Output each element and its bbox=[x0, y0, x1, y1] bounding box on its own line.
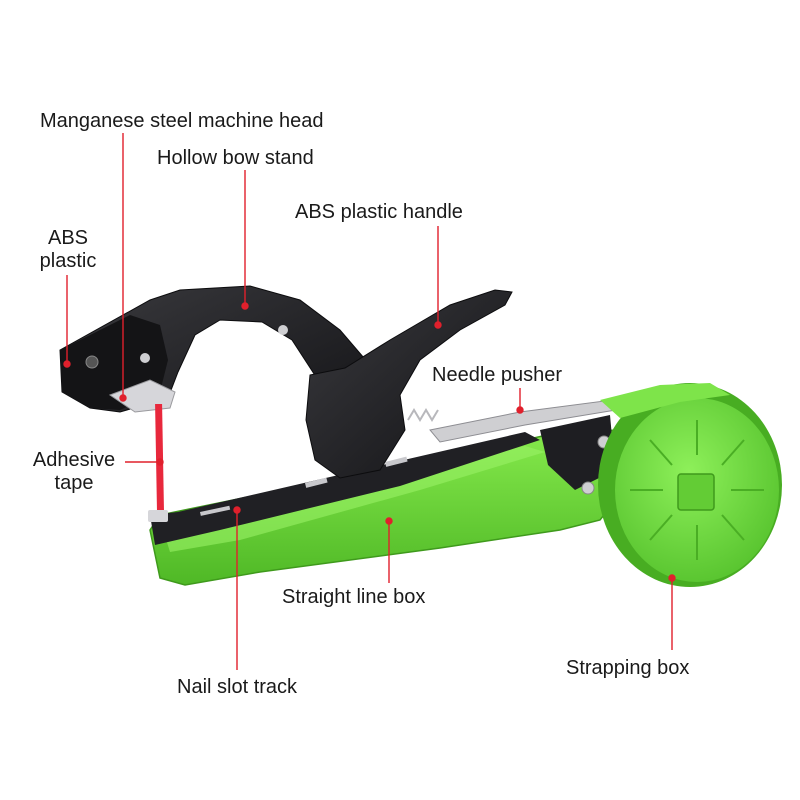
label-adhesive-tape-line1: Adhesive bbox=[32, 449, 116, 471]
label-abs-plastic: ABS plastic bbox=[30, 227, 106, 273]
head-screw bbox=[85, 355, 99, 369]
adhesive-tape-shape bbox=[155, 400, 164, 512]
label-strapping-box: Strapping box bbox=[566, 657, 690, 679]
label-adhesive-tape: Adhesive tape bbox=[24, 449, 124, 495]
label-handle: ABS plastic handle bbox=[295, 201, 463, 223]
label-abs-plastic-line2: plastic bbox=[39, 250, 97, 272]
abs-plastic-handle-shape bbox=[305, 289, 513, 479]
strapping-box-hub bbox=[677, 473, 715, 511]
spring bbox=[407, 408, 439, 422]
label-straight-line-box: Straight line box bbox=[282, 586, 426, 608]
tapetool-illustration bbox=[59, 285, 782, 587]
label-nail-slot-track: Nail slot track bbox=[177, 676, 298, 698]
bracket-screw-2 bbox=[581, 481, 595, 495]
label-adhesive-tape-line2: tape bbox=[54, 472, 94, 494]
arch-screw bbox=[278, 325, 288, 335]
label-machine-head: Manganese steel machine head bbox=[40, 110, 324, 132]
nail-slot-track-shape bbox=[150, 432, 540, 545]
strapping-box-spokes bbox=[630, 420, 764, 560]
leader-lines bbox=[63, 133, 676, 670]
strapping-bracket-shape bbox=[540, 415, 615, 490]
label-bow-stand: Hollow bow stand bbox=[157, 147, 314, 169]
straight-line-box-top bbox=[160, 446, 545, 552]
label-needle-pusher: Needle pusher bbox=[432, 364, 563, 386]
strapping-box-top bbox=[600, 383, 730, 418]
head-screw-2 bbox=[140, 353, 150, 363]
label-abs-plastic-line1: ABS bbox=[47, 227, 89, 249]
tape-clip-top bbox=[150, 392, 168, 404]
tape-clip-bottom bbox=[148, 510, 168, 522]
